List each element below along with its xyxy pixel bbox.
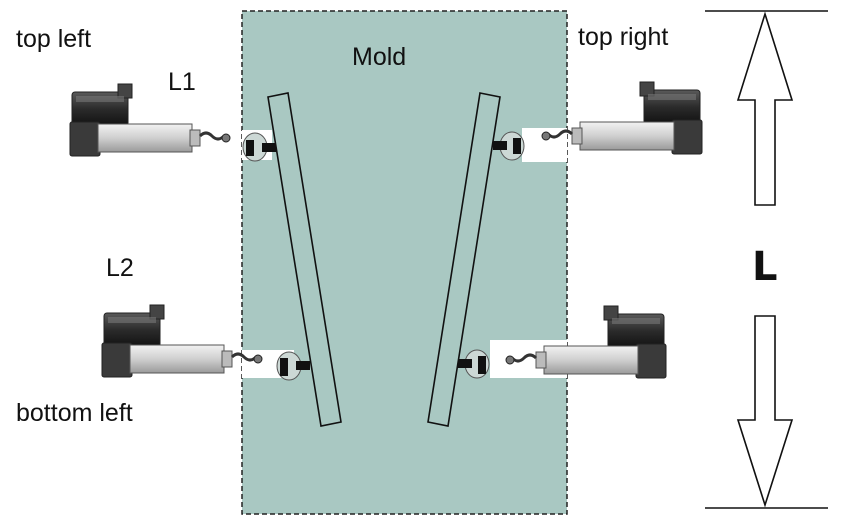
mold-label: Mold — [352, 43, 407, 71]
l1-label: L1 — [168, 68, 196, 96]
mount-bracket — [276, 351, 310, 381]
mount-bracket — [493, 131, 525, 161]
bottom-left-label: bottom left — [16, 399, 133, 427]
linear-actuator-icon — [100, 303, 264, 379]
mount-bracket — [242, 132, 276, 162]
mold-area — [241, 10, 568, 515]
l2-label: L2 — [106, 254, 134, 282]
top-right-label: top right — [578, 23, 669, 51]
right-plate — [427, 92, 501, 427]
length-label: L — [752, 244, 778, 290]
linear-actuator-icon — [68, 82, 232, 158]
mount-bracket — [458, 349, 490, 379]
top-left-label: top left — [16, 25, 92, 53]
double-headed-arrow-icon — [736, 11, 794, 508]
left-plate — [267, 92, 342, 427]
